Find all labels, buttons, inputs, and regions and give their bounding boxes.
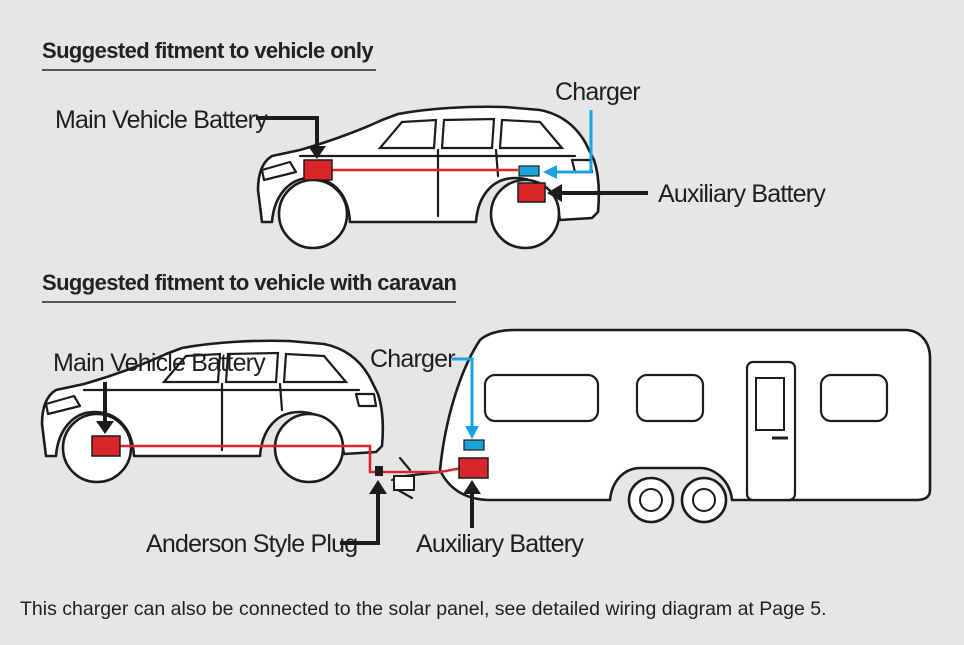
section-heading: Suggested fitment to vehicle only — [42, 38, 374, 63]
charger-label: Charger — [555, 78, 640, 106]
charger-arrow-line — [452, 357, 474, 428]
arrow-head-icon — [369, 480, 387, 494]
aux-battery-icon — [517, 182, 546, 203]
main-battery-label: Main Vehicle Battery — [53, 349, 266, 377]
arrow-head-icon — [543, 165, 557, 179]
section-heading: Suggested fitment to vehicle with carava… — [42, 270, 456, 295]
caravan-illustration — [390, 328, 932, 524]
section-vehicle-only: Suggested fitment to vehicle only Main V… — [42, 38, 827, 250]
aux-battery-label: Auxiliary Battery — [658, 180, 826, 208]
footer-note: This charger can also be connected to th… — [20, 598, 827, 620]
main-battery-icon — [91, 435, 121, 457]
charger-arrow-line — [555, 110, 593, 174]
main-battery-label: Main Vehicle Battery — [55, 106, 268, 134]
plug-arrow-line — [340, 492, 380, 545]
charger-icon — [463, 439, 485, 451]
arrow-head-icon — [463, 480, 481, 494]
battery-wire — [119, 444, 463, 474]
charger-icon — [518, 165, 540, 177]
anderson-plug-label: Anderson Style Plug — [146, 530, 357, 558]
main-battery-arrow-line — [256, 116, 319, 150]
aux-battery-icon — [458, 457, 489, 479]
anderson-plug-icon — [375, 466, 383, 476]
section-vehicle-with-caravan: Suggested fitment to vehicle with carava… — [40, 270, 932, 558]
main-battery-icon — [303, 159, 333, 181]
arrow-head-icon — [308, 146, 326, 159]
arrow-head-icon — [547, 184, 562, 202]
aux-battery-label: Auxiliary Battery — [416, 530, 584, 558]
arrow-head-icon — [96, 421, 114, 434]
charger-label: Charger — [370, 345, 455, 373]
arrow-head-icon — [465, 426, 479, 439]
